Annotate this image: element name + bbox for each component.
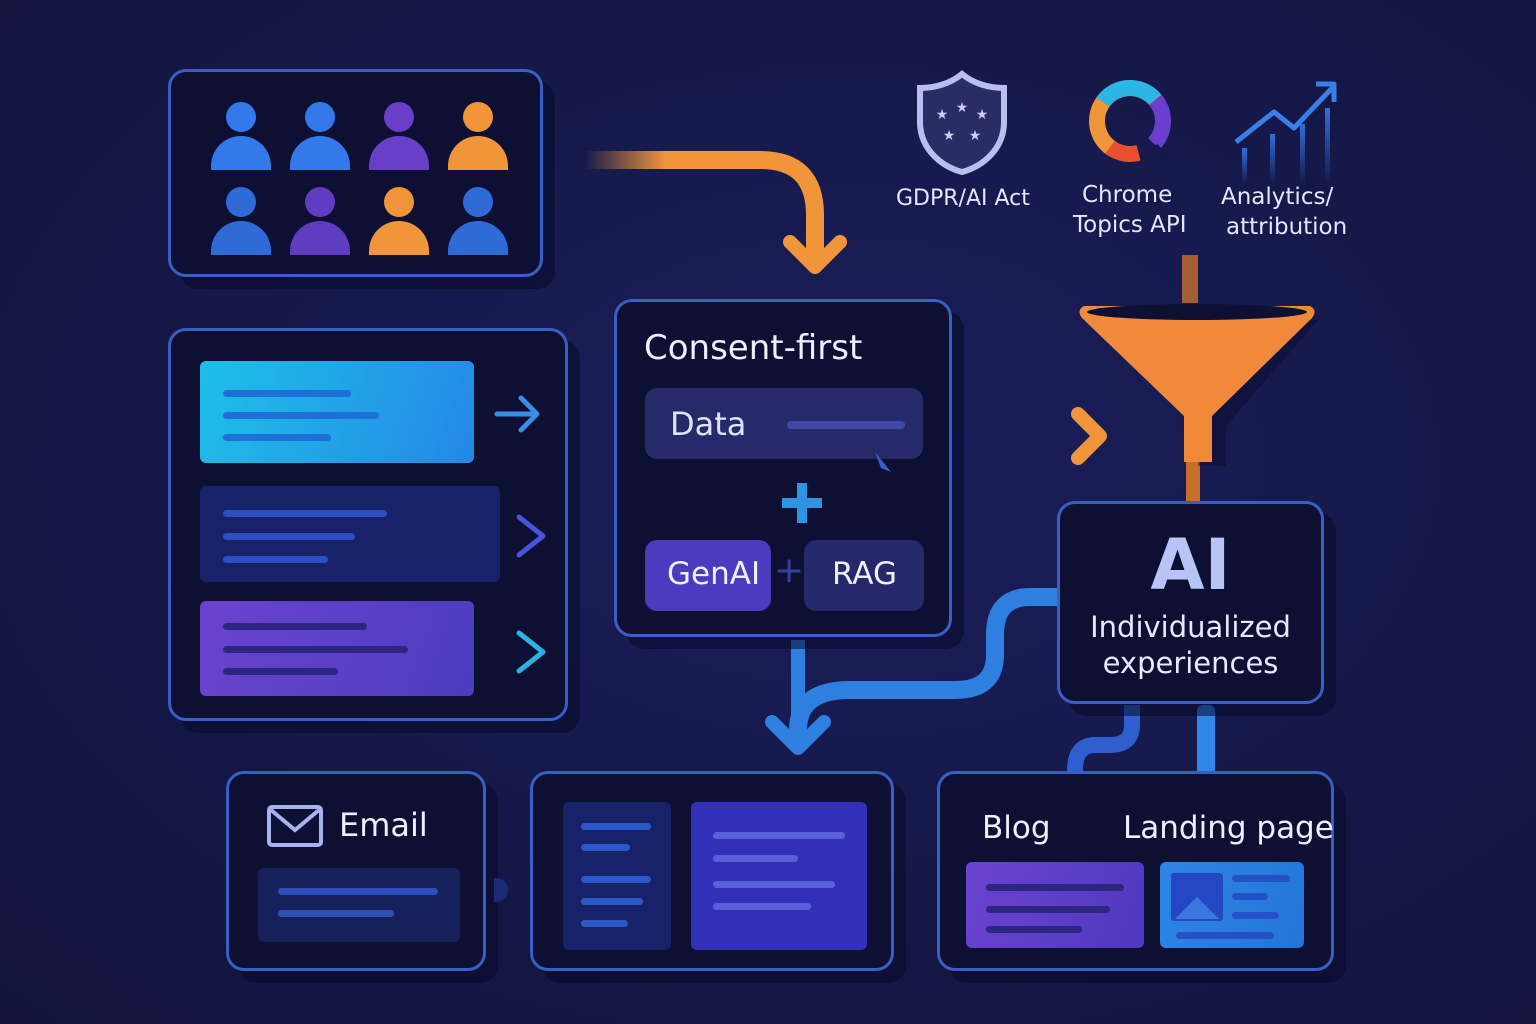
- data-field[interactable]: Data: [645, 388, 923, 472]
- chevron-right-icon[interactable]: [511, 511, 551, 561]
- person-icon: [211, 102, 271, 172]
- main-panel[interactable]: [691, 802, 867, 950]
- pipe-funnel-to-ai: [1186, 462, 1200, 504]
- svg-text:★: ★: [969, 128, 982, 144]
- chevron-right-icon[interactable]: [511, 627, 551, 677]
- gdpr-label: GDPR/AI Act: [896, 186, 1030, 211]
- image-icon: [1171, 873, 1223, 921]
- svg-text:★: ★: [976, 107, 989, 123]
- person-icon: [290, 102, 350, 172]
- blog-preview[interactable]: [966, 862, 1144, 948]
- rag-button[interactable]: RAG: [804, 540, 924, 611]
- audience-card: [168, 69, 543, 277]
- svg-text:★: ★: [943, 128, 956, 144]
- shield-icon: ★ ★ ★ ★ ★: [917, 70, 1007, 176]
- analytics-label-1: Analytics/: [1221, 184, 1334, 210]
- rag-label: RAG: [832, 556, 897, 592]
- sidebar-panel[interactable]: [563, 802, 671, 950]
- ai-subtitle-2: experiences: [1102, 646, 1279, 680]
- blog-landing-card: Blog Landing page: [937, 771, 1334, 971]
- analytics-label-2: attribution: [1226, 214, 1348, 240]
- trend-chart-icon: [1234, 81, 1337, 184]
- ai-subtitle-1: Individualized: [1090, 610, 1291, 644]
- landing-preview[interactable]: [1160, 862, 1304, 948]
- consent-card: Consent-first Data GenAI + RAG: [614, 299, 952, 637]
- content-row-2[interactable]: [200, 486, 500, 582]
- person-icon: [448, 102, 508, 172]
- content-row-1[interactable]: [200, 361, 474, 463]
- blog-label: Blog: [982, 810, 1051, 846]
- person-icon: [369, 187, 429, 257]
- plus-small: +: [774, 550, 805, 591]
- topics-label-2: Topics API: [1073, 212, 1187, 238]
- topics-label-1: Chrome: [1082, 182, 1173, 208]
- page-layout-card: [530, 771, 894, 971]
- arrow-audience-to-consent: [576, 151, 847, 274]
- funnel-icon: [1079, 304, 1318, 466]
- email-card: Email: [226, 771, 486, 971]
- cursor-icon: [875, 452, 891, 472]
- person-icon: [211, 187, 271, 257]
- content-row-3[interactable]: [200, 601, 474, 696]
- genai-button[interactable]: GenAI: [645, 540, 771, 611]
- chrome-topics-icon: [1089, 80, 1174, 165]
- person-icon: [290, 187, 350, 257]
- email-label: Email: [339, 806, 428, 844]
- analytics-block: Analytics/ attribution: [1215, 70, 1365, 250]
- landing-page-label: Landing page: [1123, 810, 1334, 846]
- gdpr-block: ★ ★ ★ ★ ★ GDPR/AI Act: [890, 68, 1040, 218]
- plus-icon: [782, 483, 822, 523]
- svg-text:★: ★: [956, 100, 969, 116]
- arrow-right-icon[interactable]: [493, 391, 543, 441]
- content-list-card: [168, 328, 568, 721]
- topics-block: Chrome Topics API: [1065, 68, 1205, 248]
- connector-dot: [494, 878, 508, 902]
- email-preview[interactable]: [258, 868, 460, 942]
- genai-label: GenAI: [667, 556, 761, 592]
- data-label: Data: [670, 405, 747, 443]
- svg-text:★: ★: [936, 107, 949, 123]
- person-icon: [448, 187, 508, 257]
- person-icon: [369, 102, 429, 172]
- ai-card: AI Individualized experiences: [1057, 501, 1324, 704]
- envelope-icon: [267, 805, 323, 847]
- ai-title: AI: [1150, 524, 1231, 606]
- consent-title: Consent-first: [644, 328, 863, 368]
